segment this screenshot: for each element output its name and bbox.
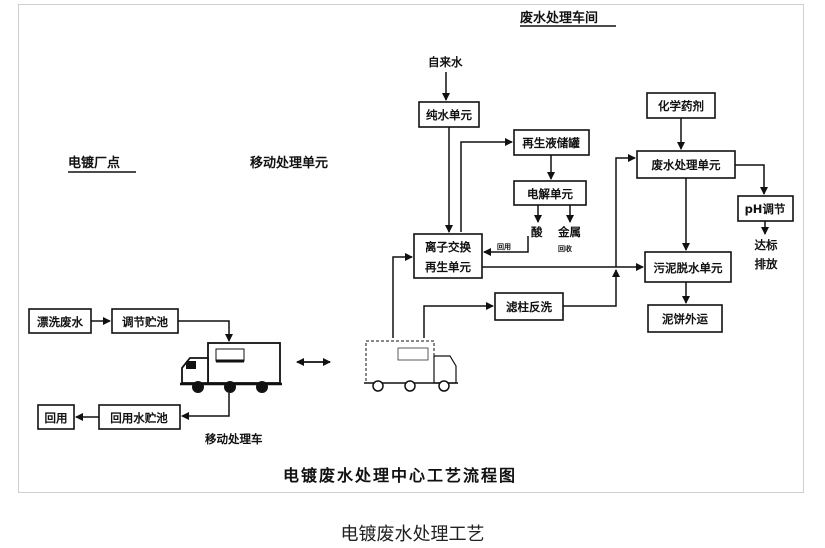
reuse-small-label: 回用 (497, 242, 511, 251)
workshop-title: 废水处理车间 (520, 10, 598, 26)
reuse-label: 回用 (45, 411, 68, 425)
pure-water-unit-label: 纯水单元 (426, 108, 472, 122)
workshop-truck-icon (364, 340, 458, 392)
acid-label: 酸 (531, 225, 543, 239)
discharge-line1: 达标 (755, 238, 778, 252)
adjust-to-truck-arrow (178, 320, 233, 342)
sludge-cake-label: 泥饼外运 (662, 312, 708, 326)
electrolysis-unit-box (513, 180, 587, 206)
backwash-to-sludge-arrow (563, 269, 620, 307)
ph-adjust-label: pH调节 (745, 202, 786, 216)
mobile-truck-label: 移动处理车 (205, 432, 263, 446)
chemicals-label: 化学药剂 (658, 99, 704, 113)
chart-title: 电镀废水处理中心工艺流程图 (283, 466, 517, 485)
sludge-unit-label: 污泥脱水单元 (654, 261, 723, 275)
adjust-tank-box (111, 308, 179, 334)
tap-water-label: 自来水 (428, 55, 463, 69)
mobile-to-backwash-arrow (423, 302, 494, 338)
electrolysis-unit-label: 电解单元 (527, 187, 573, 201)
discharge-line2: 排放 (755, 257, 778, 271)
truck-to-reuse-tank-arrow (181, 393, 230, 420)
regen-tank-label: 再生液储罐 (522, 136, 580, 150)
pure-water-unit-box (418, 101, 480, 128)
ion-exchange-line1: 离子交换 (425, 240, 471, 254)
column-backwash-box (494, 292, 564, 321)
ion-to-wastewater-arrow (615, 154, 636, 267)
ph-adjust-box (737, 195, 794, 222)
sludge-unit-box (644, 251, 732, 283)
wastewater-unit-box (636, 150, 736, 179)
wastewater-to-ph-arrow (735, 164, 768, 195)
acid-reuse-arrow (483, 236, 529, 256)
wastewater-unit-label: 废水处理单元 (652, 158, 721, 172)
ion-to-regen-arrow (460, 138, 513, 232)
column-backwash-label: 滤柱反洗 (506, 300, 552, 314)
plating-plant-label: 电镀厂点 (68, 155, 120, 171)
rinse-water-label: 漂洗废水 (37, 315, 83, 329)
metal-label: 金属 (557, 225, 581, 239)
mobile-unit-label: 移动处理单元 (250, 155, 328, 171)
adjust-tank-label: 调节贮池 (122, 315, 168, 329)
ion-exchange-line2: 再生单元 (425, 260, 471, 274)
recovery-label: 回收 (558, 244, 573, 253)
regen-tank-box (513, 129, 590, 156)
mobile-to-ion-arrow (392, 253, 413, 338)
page-caption: 电镀废水处理工艺 (340, 524, 485, 545)
reuse-tank-box (98, 404, 181, 430)
reuse-box (37, 404, 75, 430)
sludge-cake-box (647, 304, 723, 333)
ion-exchange-unit-box (413, 233, 483, 279)
reuse-tank-label: 回用水贮池 (110, 411, 168, 425)
mobile-truck-icon (180, 342, 282, 393)
